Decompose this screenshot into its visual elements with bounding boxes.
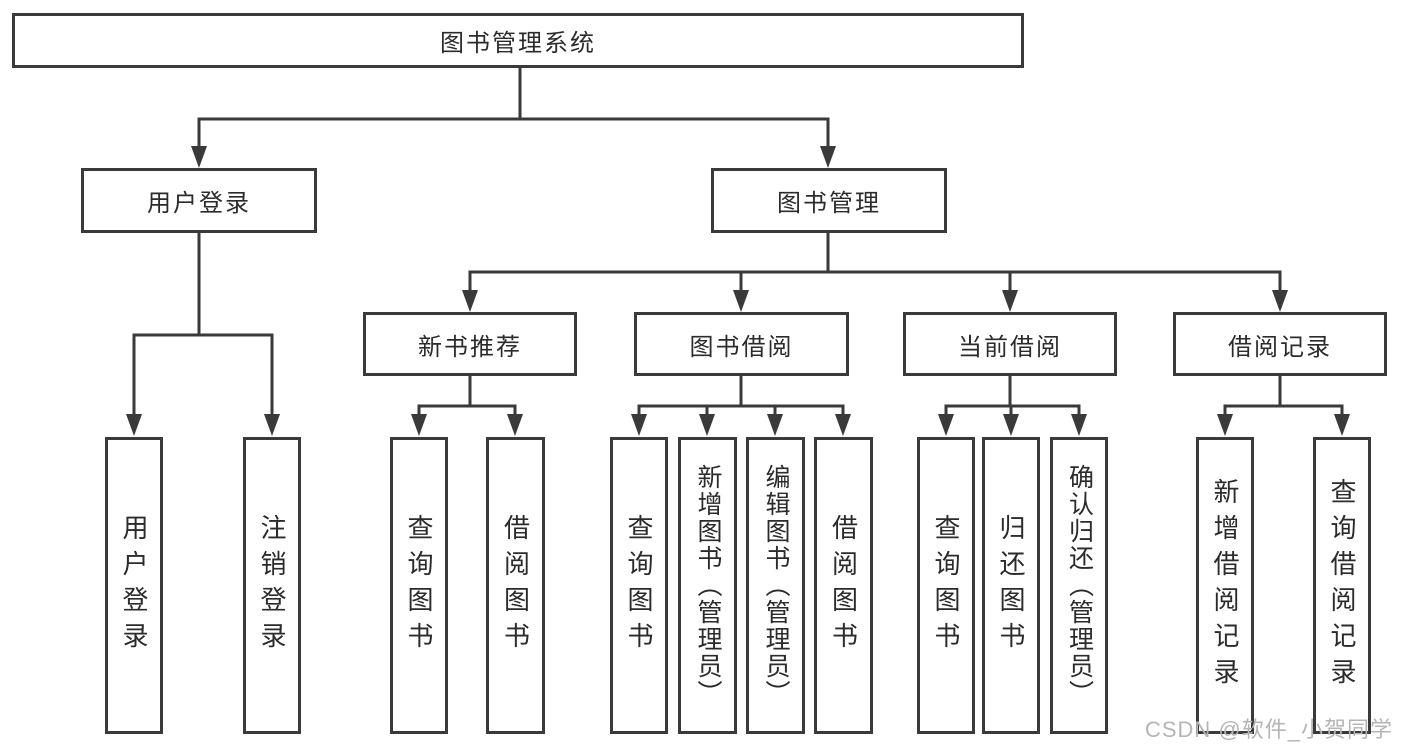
leaf-add-borrow-record-label: 新增借阅记录 — [1210, 477, 1240, 694]
leaf-edit-books-admin: 编辑图书（管理员） — [746, 437, 805, 734]
leaf-borrow-books-recommend: 借阅图书 — [486, 437, 545, 734]
leaf-query-books-recommend: 查询图书 — [390, 437, 448, 734]
leaf-edit-books-admin-label: 编辑图书（管理员） — [762, 464, 790, 707]
leaf-logout: 注销登录 — [243, 437, 301, 734]
leaf-add-books-admin: 新增图书（管理员） — [678, 437, 737, 734]
leaf-add-borrow-record: 新增借阅记录 — [1196, 437, 1254, 734]
leaf-user-login-label: 用户登录 — [119, 513, 149, 658]
node-borrowing-records: 借阅记录 — [1173, 312, 1387, 376]
node-root-system: 图书管理系统 — [12, 13, 1024, 68]
node-borrowing-records-label: 借阅记录 — [1228, 333, 1332, 361]
leaf-borrow-books: 借阅图书 — [814, 437, 873, 734]
node-root-label: 图书管理系统 — [440, 30, 596, 57]
leaf-return-books: 归还图书 — [982, 437, 1040, 734]
leaf-query-borrow-record: 查询借阅记录 — [1313, 437, 1371, 734]
csdn-watermark: CSDN @软件_小贺同学 — [1144, 717, 1393, 742]
leaf-logout-label: 注销登录 — [257, 513, 287, 658]
leaf-confirm-return-admin: 确认归还（管理员） — [1050, 437, 1108, 734]
node-new-book-recommend-label: 新书推荐 — [418, 333, 522, 361]
node-book-borrowing-label: 图书借阅 — [689, 333, 794, 361]
leaf-query-books-borrowing-label: 查询图书 — [624, 513, 654, 658]
leaf-return-books-label: 归还图书 — [996, 513, 1026, 658]
leaf-query-books-current: 查询图书 — [917, 437, 975, 734]
leaf-query-books-recommend-label: 查询图书 — [404, 513, 434, 658]
node-user-login-label: 用户登录 — [147, 190, 251, 217]
node-book-borrowing: 图书借阅 — [634, 312, 849, 376]
node-current-borrowing: 当前借阅 — [903, 312, 1117, 376]
leaf-add-books-admin-label: 新增图书（管理员） — [694, 464, 722, 707]
node-book-management: 图书管理 — [711, 168, 947, 233]
leaf-user-login: 用户登录 — [105, 437, 163, 734]
node-current-borrowing-label: 当前借阅 — [958, 333, 1062, 361]
leaf-borrow-books-label: 借阅图书 — [828, 513, 859, 658]
leaf-query-borrow-record-label: 查询借阅记录 — [1327, 477, 1357, 694]
leaf-confirm-return-admin-label: 确认归还（管理员） — [1065, 464, 1094, 707]
node-new-book-recommend: 新书推荐 — [363, 312, 577, 376]
leaf-query-books-borrowing: 查询图书 — [610, 437, 668, 734]
node-book-management-label: 图书管理 — [777, 190, 881, 217]
leaf-borrow-books-recommend-label: 借阅图书 — [500, 513, 531, 658]
node-user-login: 用户登录 — [81, 168, 317, 233]
leaf-query-books-current-label: 查询图书 — [931, 513, 961, 658]
